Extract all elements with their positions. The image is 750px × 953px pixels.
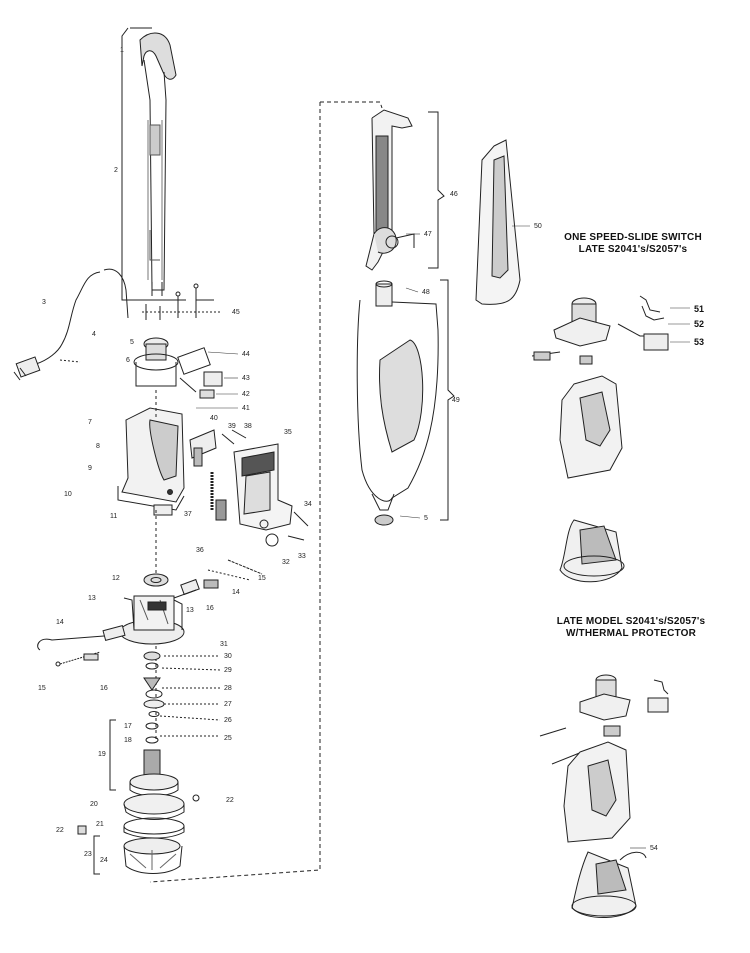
label-part-47: 47 [424, 231, 432, 238]
label-part-14: 14 [232, 589, 240, 596]
label-part-48: 48 [422, 289, 430, 296]
label-part-50: 50 [534, 223, 542, 230]
label-part-30: 30 [224, 653, 232, 660]
label-part-24: 24 [100, 857, 108, 864]
variant-a-heading-line2: LATE S2041's/S2057's [578, 244, 688, 255]
grip-46-47 [365, 109, 445, 271]
label-part-1: 1 [120, 47, 124, 54]
label-part-18: 18 [124, 737, 132, 744]
part-12 [143, 573, 169, 587]
label-part-25: 25 [224, 735, 232, 742]
label-part-14b: 14 [56, 619, 64, 626]
variant-a-heading-line1: ONE SPEED-SLIDE SWITCH [564, 232, 702, 243]
label-part-33: 33 [298, 553, 306, 560]
label-part-4: 4 [92, 331, 96, 338]
label-part-39: 39 [228, 423, 236, 430]
label-part-23: 23 [84, 851, 92, 858]
label-part-15: 15 [258, 575, 266, 582]
label-part-2: 2 [114, 167, 118, 174]
leader-lines [196, 225, 690, 849]
label-part-12: 12 [112, 575, 120, 582]
washer-stack [143, 651, 221, 737]
label-part-22: 22 [226, 797, 234, 804]
filter-50 [475, 139, 521, 305]
spring-parts-middle [180, 559, 263, 596]
switch-assembly [133, 337, 223, 399]
handle-assembly [121, 27, 214, 301]
label-part-20: 20 [90, 801, 98, 808]
label-part-16b: 16 [100, 685, 108, 692]
label-part-28: 28 [224, 685, 232, 692]
variant-b-heading-line1: LATE MODEL S2041's/S2057's [556, 616, 706, 627]
label-part-52: 52 [694, 319, 704, 329]
cover-35 [233, 443, 309, 547]
label-part-5b: 5 [424, 515, 428, 522]
label-part-45: 45 [232, 309, 240, 316]
armature-19 [109, 719, 179, 797]
label-part-3: 3 [42, 299, 46, 306]
label-part-38: 38 [244, 423, 252, 430]
label-part-32: 32 [282, 559, 290, 566]
label-part-46: 46 [450, 191, 458, 198]
base-23-24 [93, 835, 183, 875]
part-number-labels: 1 2 3 4 5 6 7 8 9 10 11 12 13 13 14 14 1… [38, 47, 704, 864]
label-part-42: 42 [242, 391, 250, 398]
label-part-16: 16 [206, 605, 214, 612]
label-part-9: 9 [88, 465, 92, 472]
label-part-54: 54 [650, 845, 658, 852]
label-part-7: 7 [88, 419, 92, 426]
variant-b-heading-line2: W/THERMAL PROTECTOR [565, 628, 697, 639]
label-part-27: 27 [224, 701, 232, 708]
label-part-6: 6 [126, 357, 130, 364]
label-part-19: 19 [98, 751, 106, 758]
assembly-bracket [149, 101, 383, 883]
label-part-29: 29 [224, 667, 232, 674]
label-part-40: 40 [210, 415, 218, 422]
label-part-22b: 22 [56, 827, 64, 834]
power-cord [13, 268, 129, 381]
label-part-26: 26 [224, 717, 232, 724]
screws-45 [142, 283, 220, 320]
label-part-5: 5 [130, 339, 134, 346]
label-part-13b: 13 [186, 607, 194, 614]
label-part-43: 43 [242, 375, 250, 382]
variant-b-heading: LATE MODEL S2041's/S2057's W/THERMAL PRO… [536, 616, 726, 640]
label-part-37: 37 [184, 511, 192, 518]
label-part-49: 49 [452, 397, 460, 404]
label-part-8: 8 [96, 443, 100, 450]
label-part-41: 41 [242, 405, 250, 412]
label-part-17: 17 [124, 723, 132, 730]
label-part-13: 13 [88, 595, 96, 602]
label-part-53: 53 [694, 337, 704, 347]
bag-48-49 [356, 279, 455, 526]
label-part-34: 34 [304, 501, 312, 508]
label-part-35: 35 [284, 429, 292, 436]
label-part-21: 21 [96, 821, 104, 828]
left-wire-parts [37, 624, 126, 667]
clip-parts [189, 429, 247, 521]
label-part-31: 31 [220, 641, 228, 648]
upper-housing-8 [117, 407, 185, 516]
label-part-11: 11 [110, 513, 117, 520]
label-part-51: 51 [694, 304, 704, 314]
variant-a-heading: ONE SPEED-SLIDE SWITCH LATE S2041's/S205… [538, 232, 728, 256]
label-part-44: 44 [242, 351, 250, 358]
label-part-10: 10 [64, 491, 72, 498]
variant-b-assembly [539, 674, 669, 919]
variant-a-assembly [531, 295, 669, 583]
label-part-36: 36 [196, 547, 204, 554]
fan-20-21 [77, 793, 200, 839]
label-part-15b: 15 [38, 685, 46, 692]
motor-housing-31 [119, 589, 197, 645]
